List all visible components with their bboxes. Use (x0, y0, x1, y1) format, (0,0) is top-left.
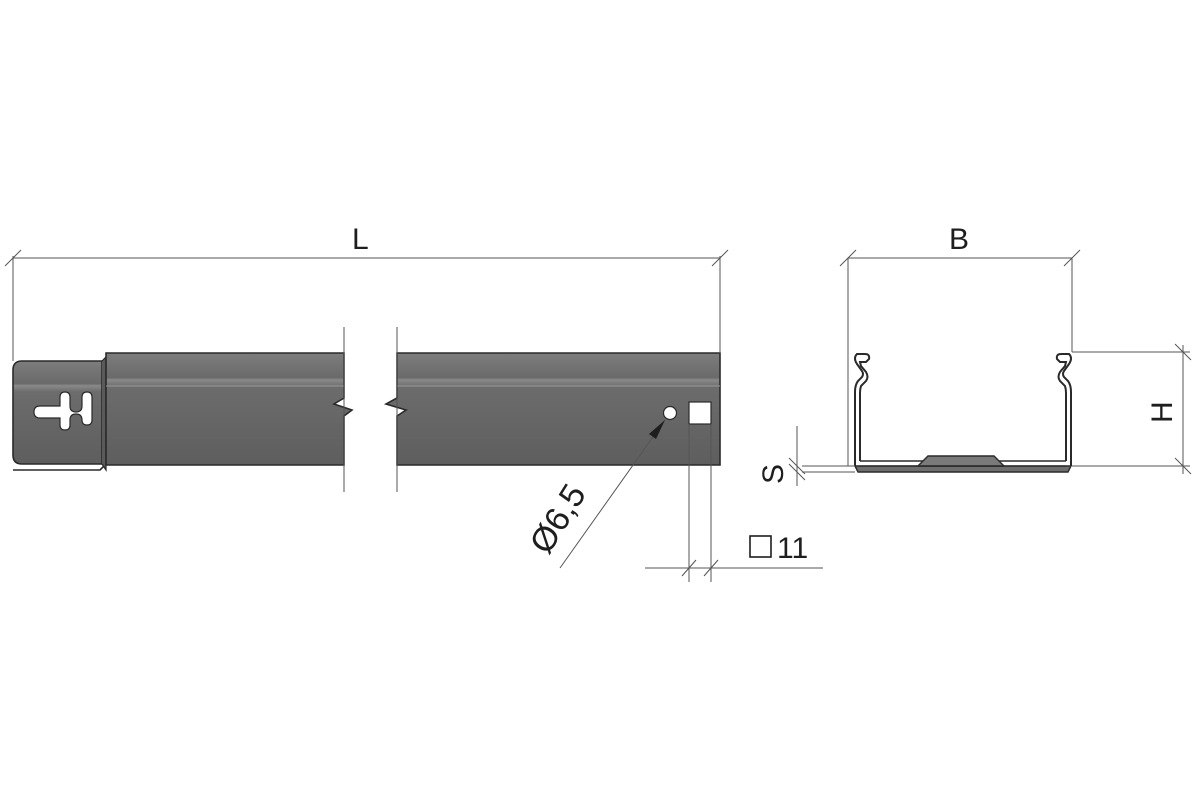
height-tick (1174, 343, 1192, 361)
width-tick (1063, 249, 1081, 267)
diameter-leader (559, 419, 666, 569)
cross-section-view: B H S (757, 223, 1192, 486)
profile-bottom (853, 465, 1073, 473)
thickness-tick (788, 463, 806, 481)
diameter-arrow (649, 420, 665, 439)
profile-center-rib (916, 455, 1006, 467)
square-symbol-icon (749, 535, 772, 558)
length-tick (4, 249, 22, 267)
coupler-bottom-flange (13, 465, 105, 471)
square-hole-label: 11 (777, 532, 808, 565)
height-label: H (1146, 401, 1179, 423)
profile-right-wall (1055, 353, 1072, 466)
square-tick (681, 559, 697, 577)
diameter-label: Ø6,5 (523, 478, 594, 561)
thickness-label: S (757, 464, 790, 484)
keyhole-slot-icon (33, 391, 93, 431)
length-tick (711, 249, 729, 267)
round-hole (662, 405, 678, 421)
width-tick (839, 249, 857, 267)
profile-left-wall (854, 353, 871, 466)
width-label: B (949, 223, 969, 256)
height-tick (1174, 457, 1192, 475)
square-hole (688, 401, 712, 425)
length-label: L (352, 223, 369, 256)
side-view: 11 Ø6,5 L (4, 223, 823, 582)
thickness-tick (788, 457, 806, 475)
square-tick (703, 559, 719, 577)
tray-body-left (105, 352, 354, 466)
